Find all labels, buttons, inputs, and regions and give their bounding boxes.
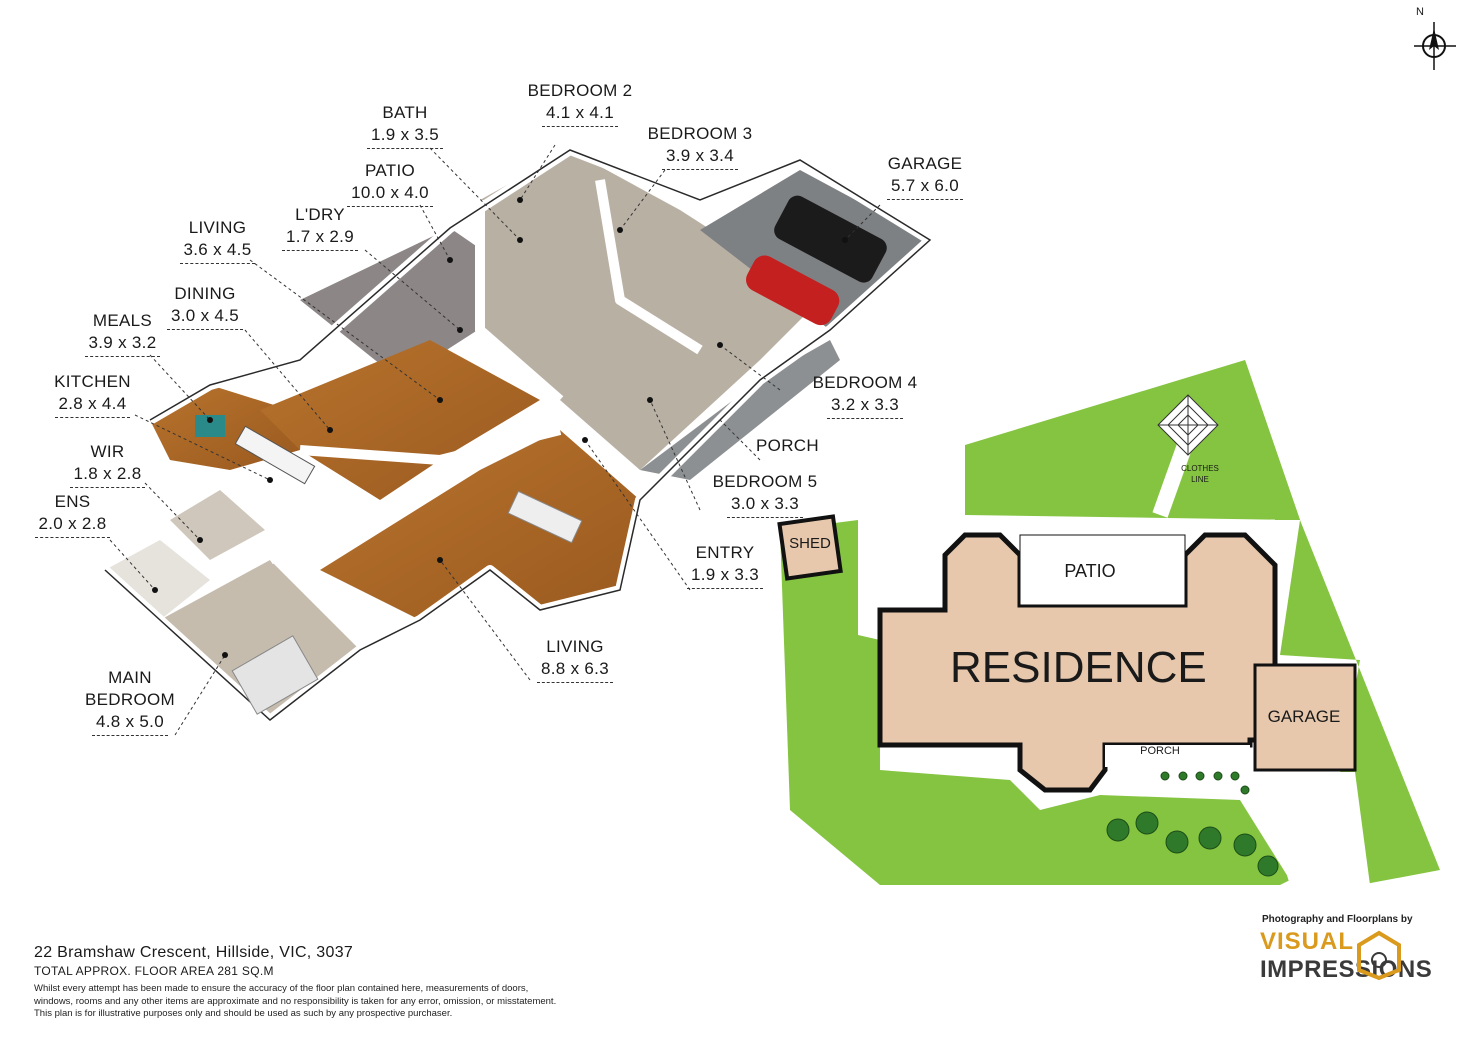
- disclaimer: Whilst every attempt has been made to en…: [34, 983, 557, 1019]
- driveway: [1255, 772, 1370, 885]
- brand-visual: VISUAL: [1260, 928, 1355, 955]
- black-car: [774, 195, 887, 283]
- property-address: 22 Bramshaw Crescent, Hillside, VIC, 303…: [34, 944, 354, 961]
- label-porch: PORCH: [756, 436, 819, 455]
- compass-north-label: N: [1416, 6, 1424, 18]
- wall-outlines: [104, 149, 932, 721]
- main-living-floor: [320, 430, 640, 620]
- right-lawn: [1280, 520, 1440, 885]
- front-lawn: [880, 770, 1290, 885]
- path-to-clothesline: [1152, 442, 1193, 518]
- site-porch-label: PORCH: [1140, 745, 1180, 757]
- floor-area: TOTAL APPROX. FLOOR AREA 281 SQ.M: [34, 964, 274, 978]
- site-residence-label: RESIDENCE: [950, 643, 1207, 692]
- brand-impressions: IMPRESSIONS: [1260, 956, 1433, 983]
- lawn-top-right: [1245, 360, 1300, 520]
- garage-footprint: [1253, 663, 1357, 772]
- sofa: [507, 490, 583, 544]
- porch-area: [1105, 745, 1250, 767]
- photography-credit: Photography and Floorplans by: [1262, 914, 1413, 925]
- clothes-line: [1157, 394, 1219, 456]
- residence-footprint: [877, 532, 1278, 793]
- patio-area: [1019, 534, 1186, 606]
- rear-lawn: [965, 360, 1300, 520]
- shed-footprint: [777, 514, 843, 581]
- site-shed-label: SHED: [789, 535, 831, 552]
- site-patio-label: PATIO: [1064, 561, 1116, 581]
- ensuite-floor: [105, 540, 210, 620]
- wir-floor: [170, 490, 265, 560]
- bedroom-wing-floor: [480, 150, 820, 470]
- living-dining-floor: [260, 340, 540, 500]
- kitchen-bench: [234, 425, 316, 485]
- label-leaders: [109, 144, 881, 736]
- brand-logo-icon: [1357, 930, 1401, 980]
- dining-table: [195, 415, 225, 437]
- bed-main: [231, 635, 319, 715]
- garden-shrubs: [1106, 771, 1279, 877]
- side-lawn-left: [780, 520, 880, 885]
- red-car: [746, 255, 840, 326]
- site-garage-label: GARAGE: [1267, 707, 1341, 726]
- compass-icon: [1414, 22, 1456, 70]
- room-markers: [152, 197, 848, 658]
